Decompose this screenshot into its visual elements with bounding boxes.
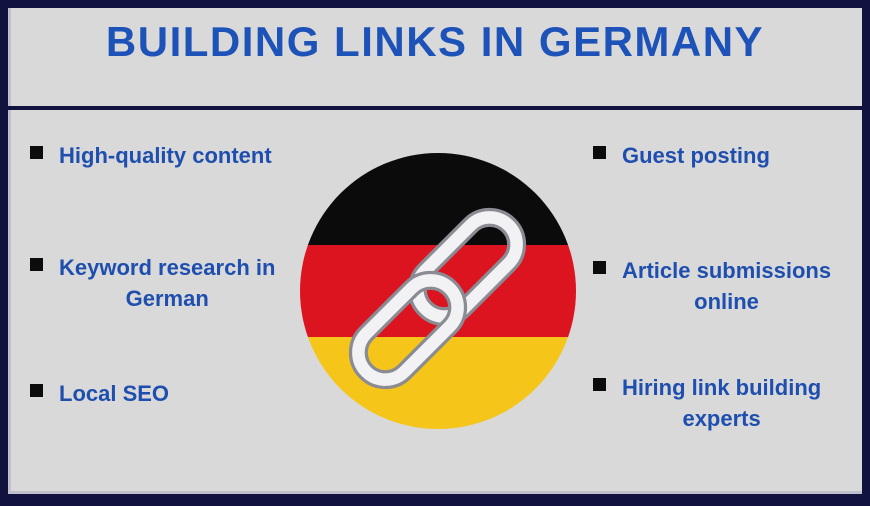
item-line: Article submissions [622, 258, 832, 283]
list-item-hiring-experts: Hiring link building experts [593, 372, 821, 434]
bullet-square-icon [30, 146, 43, 159]
list-item-label: Keyword research in German [59, 252, 275, 314]
list-item-label: Guest posting [622, 140, 770, 171]
list-item-label: High-quality content [59, 140, 272, 171]
list-item-label: Article submissions online [622, 255, 831, 317]
item-line: Hiring link building [622, 375, 822, 400]
list-item-guest-posting: Guest posting [593, 140, 770, 171]
list-item-label: Local SEO [59, 378, 169, 409]
title-divider-line [8, 106, 862, 110]
bullet-square-icon [593, 261, 606, 274]
list-item-article-submissions: Article submissions online [593, 255, 831, 317]
item-line: online [694, 289, 759, 314]
list-item-high-quality-content: High-quality content [30, 140, 272, 171]
list-item-local-seo: Local SEO [30, 378, 169, 409]
list-item-keyword-research: Keyword research in German [30, 252, 275, 314]
infographic-canvas: BUILDING LINKS IN GERMANY High-quality c… [8, 8, 862, 494]
bullet-square-icon [30, 258, 43, 271]
item-line: Keyword research in [59, 255, 276, 280]
item-line: High-quality content [59, 143, 272, 168]
item-line: German [125, 286, 209, 311]
list-item-label: Hiring link building experts [622, 372, 821, 434]
chain-link-icon [348, 207, 527, 390]
german-flag-circle [300, 153, 576, 429]
item-line: experts [682, 406, 761, 431]
bullet-square-icon [30, 384, 43, 397]
bullet-square-icon [593, 378, 606, 391]
bullet-square-icon [593, 146, 606, 159]
item-line: Guest posting [622, 143, 770, 168]
page-title: BUILDING LINKS IN GERMANY [105, 18, 765, 65]
item-line: Local SEO [59, 381, 170, 406]
